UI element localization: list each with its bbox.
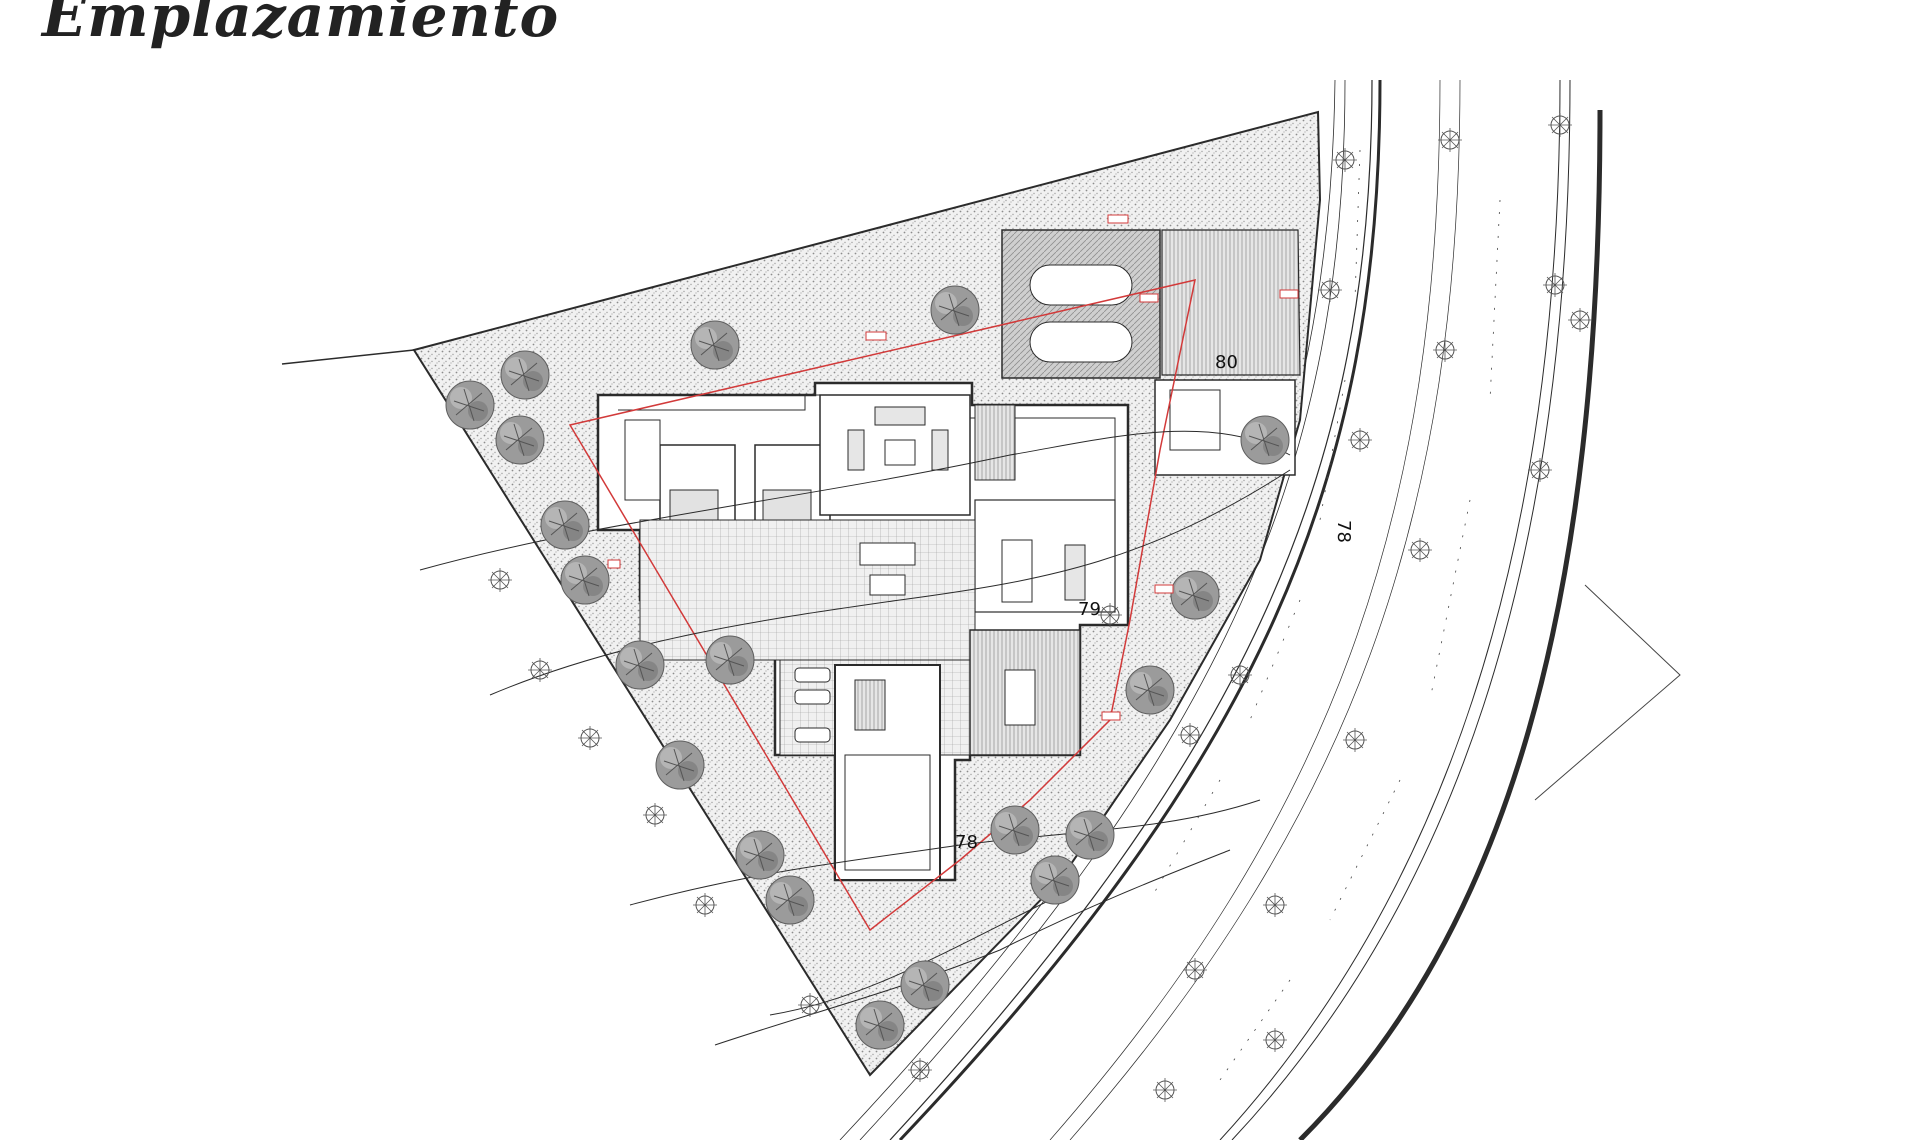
shrub-icon — [1432, 337, 1458, 363]
shrub-icon — [1152, 1077, 1178, 1103]
shrub-icon — [1437, 127, 1463, 153]
contour-label: 78 — [955, 832, 978, 853]
tree-icon — [705, 635, 755, 685]
kitchen-counter — [1064, 544, 1086, 601]
shrub-icon — [1332, 147, 1358, 173]
entrance-inner — [1169, 389, 1221, 451]
sun-lounger — [794, 689, 831, 705]
tree-icon — [495, 415, 545, 465]
shrub-icon — [577, 725, 603, 751]
tree-icon — [1240, 415, 1290, 465]
contour-label: 80 — [1215, 352, 1238, 373]
shrub-icon — [1227, 662, 1253, 688]
stairs — [974, 404, 1016, 481]
shrub-icon — [1262, 1027, 1288, 1053]
tree-icon — [560, 555, 610, 605]
tree-icon — [990, 805, 1040, 855]
tree-icon — [765, 875, 815, 925]
survey-points — [1149, 149, 1501, 1081]
shrub-icon — [1182, 957, 1208, 983]
shrub-icon — [1547, 112, 1573, 138]
tree-icon — [930, 285, 980, 335]
annotation-tags — [607, 214, 1299, 721]
shrub-icon — [1407, 537, 1433, 563]
contour-label: 79 — [1078, 599, 1101, 620]
tree-icon — [615, 640, 665, 690]
access-line — [281, 349, 415, 365]
shrub-icon — [487, 567, 513, 593]
tree-icon — [855, 1000, 905, 1050]
dining-table — [1001, 539, 1033, 603]
tree-icon — [735, 830, 785, 880]
outdoor-dining-table — [1004, 669, 1036, 726]
shrub-icon — [1262, 892, 1288, 918]
shrub-icon — [797, 992, 823, 1018]
contour-label: 78 — [1333, 520, 1354, 543]
lounge-table — [869, 574, 906, 596]
tree-icon — [500, 350, 550, 400]
shrub-icon — [1177, 722, 1203, 748]
site-plan-drawing: 80 79 78 78 — [281, 79, 1681, 1140]
sofa-top — [874, 406, 926, 426]
kitchen — [974, 499, 1116, 613]
car-space-1 — [1029, 264, 1133, 306]
tree-icon — [1125, 665, 1175, 715]
lounge-sofa — [859, 542, 916, 566]
bathroom — [624, 419, 661, 501]
shrub-icon — [1317, 277, 1343, 303]
tree-icon — [900, 960, 950, 1010]
shrub-icon — [1567, 307, 1593, 333]
tree-icon — [1030, 855, 1080, 905]
shrub-icon — [692, 892, 718, 918]
sun-lounger — [794, 727, 831, 743]
shrub-icon — [642, 802, 668, 828]
tree-icon — [540, 500, 590, 550]
tree-icon — [445, 380, 495, 430]
armchair-right — [931, 429, 949, 471]
shrub-icon — [1342, 727, 1368, 753]
driveway — [1161, 229, 1301, 376]
tree-icon — [1065, 810, 1115, 860]
coffee-table — [884, 439, 916, 466]
road-lines — [839, 79, 1603, 1140]
pool — [834, 664, 941, 881]
terrace — [639, 519, 976, 661]
armchair-left — [847, 429, 865, 471]
pool-stairs — [854, 679, 886, 731]
page-title: Emplazamiento — [42, 0, 560, 50]
shrub-icon — [1527, 457, 1553, 483]
pool-inner — [844, 754, 931, 871]
tree-icon — [655, 740, 705, 790]
adjacent-area-outline — [1534, 584, 1681, 801]
car-space-2 — [1029, 321, 1133, 363]
shrub-icon — [1347, 427, 1373, 453]
tree-icon — [1170, 570, 1220, 620]
tree-icon — [690, 320, 740, 370]
sun-lounger — [794, 667, 831, 683]
